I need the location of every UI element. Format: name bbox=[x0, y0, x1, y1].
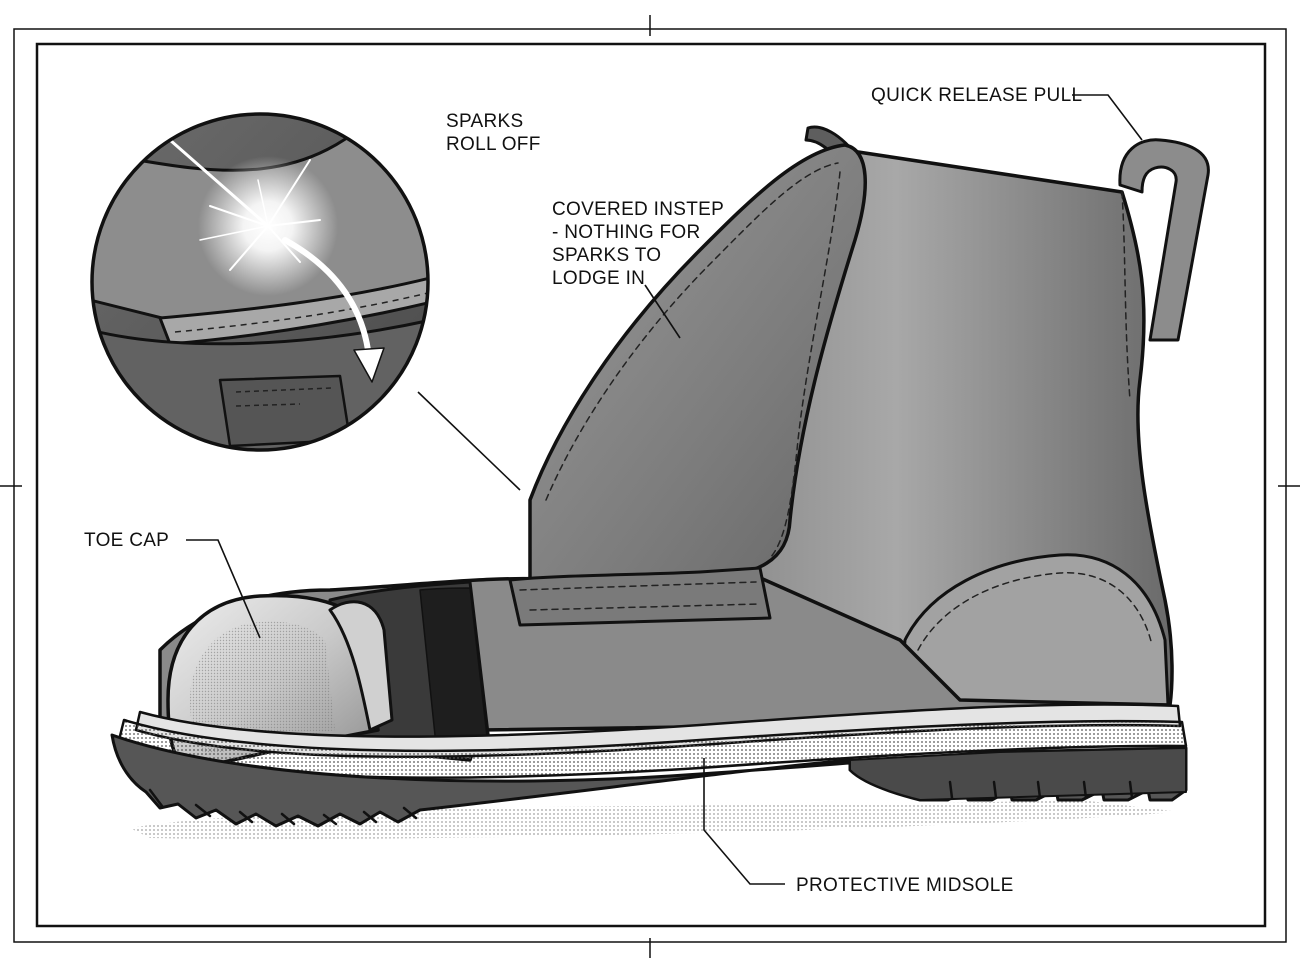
instep-flap-strap-stitch bbox=[519, 581, 761, 611]
shaft-seam bbox=[1121, 191, 1131, 401]
ground-shadow bbox=[130, 800, 1180, 839]
label-toe-cap: TOE CAP bbox=[84, 530, 170, 551]
label-sparks-roll-off: SPARKS ROLL OFF bbox=[446, 111, 541, 155]
toe-cap-halftone bbox=[190, 621, 335, 755]
protective-midsole bbox=[116, 718, 1188, 779]
spark-burst bbox=[168, 138, 321, 271]
instep-flap-strap bbox=[508, 566, 772, 627]
leader-lines bbox=[186, 94, 1143, 885]
spark-trajectory-arrow bbox=[282, 237, 371, 353]
inset-strap-stitch bbox=[235, 387, 333, 407]
outsole-lugs bbox=[148, 780, 1134, 826]
leader-protective-midsole bbox=[703, 758, 785, 885]
leader-covered-instep bbox=[644, 284, 681, 339]
label-quick-release-pull: QUICK RELEASE PULL bbox=[871, 85, 1083, 106]
heel-counter bbox=[898, 553, 1170, 707]
leader-inset-to-boot bbox=[417, 391, 521, 491]
toe-cap-opening bbox=[328, 600, 394, 732]
inner-frame bbox=[35, 42, 1267, 928]
spark-detail-inset bbox=[90, 112, 430, 452]
leader-quick-release bbox=[1072, 94, 1143, 141]
heel-counter-stitch bbox=[917, 572, 1153, 651]
instep-flap-stitch bbox=[545, 162, 841, 559]
quick-release-pull-loop bbox=[1118, 138, 1210, 342]
inset-flap-edge bbox=[158, 276, 428, 346]
label-covered-instep: COVERED INSTEP - NOTHING FOR SPARKS TO L… bbox=[552, 199, 725, 289]
heel-block bbox=[849, 747, 1187, 801]
boot-illustration bbox=[110, 125, 1210, 828]
spark-arrowhead bbox=[353, 347, 385, 383]
leader-toe-cap bbox=[186, 539, 261, 639]
label-protective-midsole: PROTECTIVE MIDSOLE bbox=[796, 875, 1014, 896]
